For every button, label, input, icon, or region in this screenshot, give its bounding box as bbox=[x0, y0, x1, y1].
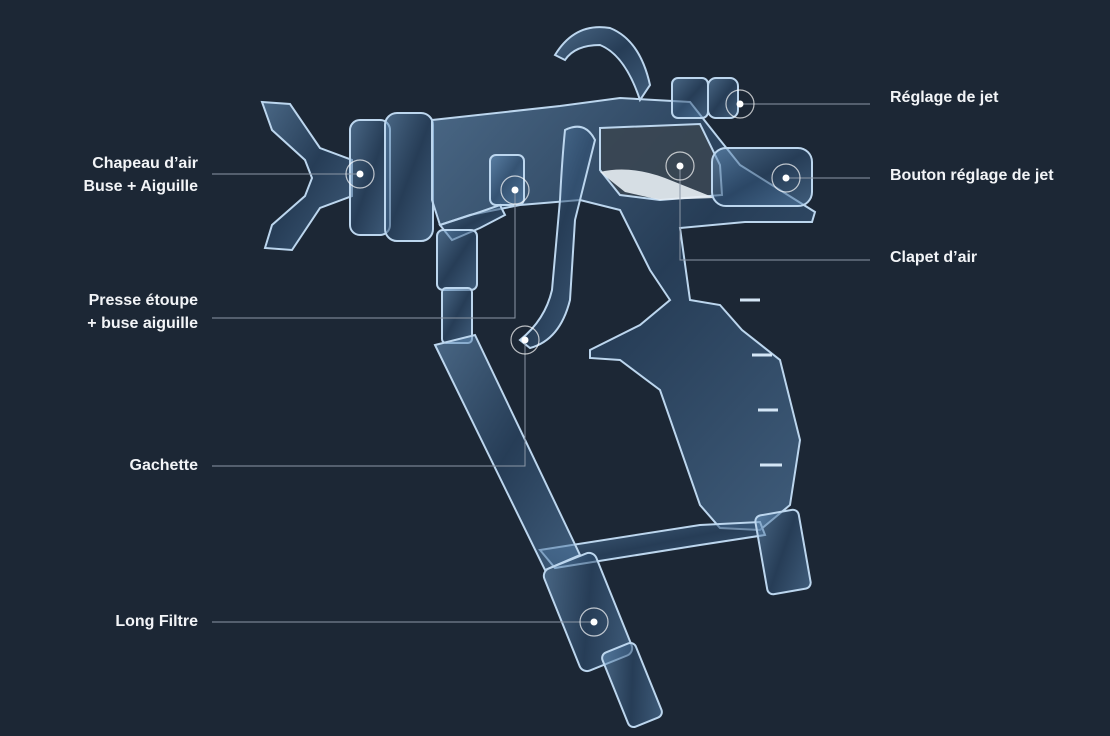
marker-clapet bbox=[665, 151, 695, 181]
leader-clapet bbox=[679, 166, 870, 261]
label-reglage-text: Réglage de jet bbox=[890, 89, 999, 106]
long-filter-tube bbox=[433, 333, 582, 572]
label-reglage-jet: Réglage de jet bbox=[890, 86, 998, 109]
fluid-stem bbox=[436, 229, 478, 291]
marker-reglage bbox=[725, 89, 755, 119]
marker-chapeau bbox=[345, 159, 375, 189]
label-gachette: Gachette bbox=[130, 454, 198, 477]
marker-gachette bbox=[510, 325, 540, 355]
label-clapet-air: Clapet d’air bbox=[890, 246, 977, 269]
leader-gachette bbox=[212, 340, 526, 467]
spray-gun-illustration bbox=[260, 26, 817, 729]
label-long-filtre-text: Long Filtre bbox=[115, 613, 198, 630]
label-chapeau-air: Chapeau d’air Buse + Aiguille bbox=[83, 152, 198, 198]
label-presse-etoupe: Presse étoupe + buse aiguille bbox=[87, 289, 198, 335]
gun-hook bbox=[553, 26, 652, 103]
jet-adjust-knob bbox=[707, 77, 739, 119]
leader-lines bbox=[212, 103, 870, 623]
label-bouton-reglage: Bouton réglage de jet bbox=[890, 164, 1054, 187]
jet-adjust-button bbox=[711, 147, 813, 207]
label-chapeau-line2: Buse + Aiguille bbox=[83, 178, 198, 195]
filter-fitting bbox=[601, 641, 663, 729]
marker-presse bbox=[500, 175, 530, 205]
label-bouton-text: Bouton réglage de jet bbox=[890, 167, 1054, 184]
inlet-fitting bbox=[754, 508, 812, 596]
label-long-filtre: Long Filtre bbox=[115, 610, 198, 633]
marker-bouton bbox=[771, 163, 801, 193]
air-cap bbox=[260, 100, 353, 252]
label-presse-line2: + buse aiguille bbox=[87, 315, 198, 332]
nozzle-nut bbox=[384, 112, 434, 242]
label-chapeau-line1: Chapeau d’air bbox=[92, 155, 198, 172]
label-presse-line1: Presse étoupe bbox=[88, 292, 198, 309]
label-gachette-text: Gachette bbox=[129, 457, 198, 474]
packing-nut bbox=[489, 154, 525, 206]
trigger bbox=[518, 125, 597, 350]
marker-long-filtre bbox=[579, 607, 609, 637]
leader-presse bbox=[212, 190, 516, 319]
markers bbox=[345, 89, 801, 637]
label-clapet-text: Clapet d’air bbox=[890, 249, 978, 266]
